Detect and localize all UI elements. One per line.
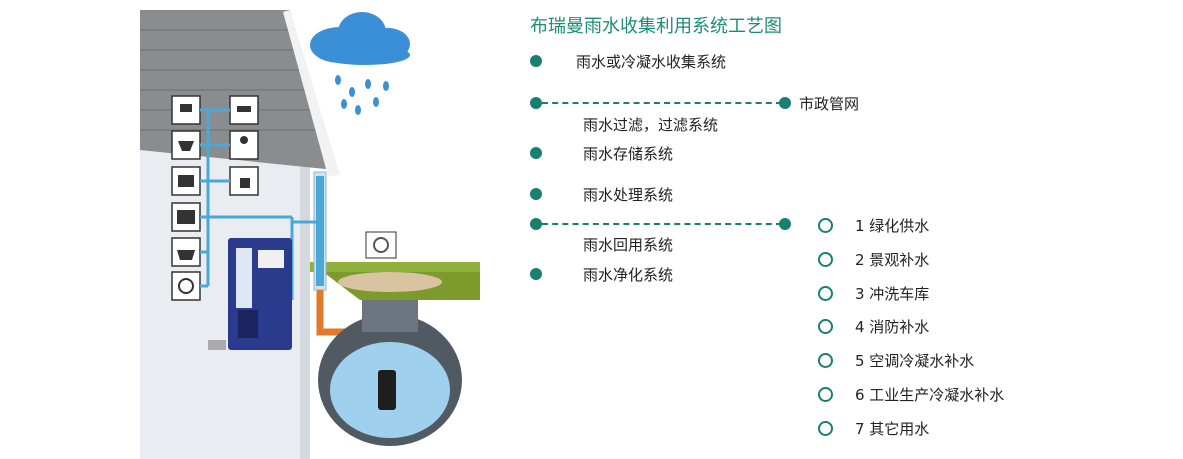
dashed-connector — [542, 223, 782, 225]
bullet-dot-icon — [779, 97, 791, 109]
grass-top — [310, 262, 480, 272]
municipal-label: 市政管网 — [799, 95, 860, 113]
system-label: 雨水过滤，过滤系统 — [583, 116, 719, 134]
system-label: 雨水处理系统 — [583, 185, 674, 204]
bullet-dot-icon — [530, 188, 542, 200]
bullet-dot-icon — [530, 268, 542, 280]
system-label: 雨水净化系统 — [583, 265, 674, 284]
bullet-dot-icon — [779, 218, 791, 230]
system-label: 雨水或冷凝水收集系统 — [576, 52, 727, 71]
ring-bullet-icon — [818, 420, 833, 436]
use-item: 1 绿化供水 — [818, 214, 929, 236]
cloud-icon — [310, 12, 410, 65]
rain-icon — [335, 75, 389, 115]
bullet-dot-icon — [530, 55, 542, 67]
use-item: 7 其它用水 — [818, 417, 929, 439]
system-item-treatment: 雨水处理系统 — [530, 183, 673, 205]
bullet-dot-icon — [530, 218, 542, 230]
rainwater-house-illustration — [140, 10, 480, 459]
ring-bullet-icon — [818, 318, 833, 334]
use-item: 3 冲洗车库 — [818, 282, 929, 304]
system-item-purification: 雨水净化系统 — [530, 263, 673, 285]
overflow-pipe — [316, 290, 350, 336]
bullet-dot-icon — [530, 147, 542, 159]
use-item: 2 景观补水 — [818, 248, 929, 270]
house-pipes — [200, 108, 320, 300]
use-item: 5 空调冷凝水补水 — [818, 349, 974, 371]
ring-bullet-icon — [818, 386, 833, 402]
system-item-collection: 雨水或冷凝水收集系统 — [530, 50, 726, 72]
system-label: 雨水回用系统 — [583, 236, 674, 254]
system-item-storage: 雨水存储系统 — [530, 142, 673, 164]
ring-bullet-icon — [818, 251, 833, 267]
ring-bullet-icon — [818, 285, 833, 301]
bullet-dot-icon — [530, 97, 542, 109]
washing-machine-icon — [171, 271, 201, 301]
filter-icon — [365, 231, 397, 259]
dashed-connector — [542, 102, 782, 104]
ring-bullet-icon — [818, 217, 833, 233]
ring-bullet-icon — [818, 352, 833, 368]
use-item: 4 消防补水 — [818, 315, 929, 337]
diagram-title: 布瑞曼雨水收集利用系统工艺图 — [530, 16, 782, 37]
shower-icon — [229, 130, 259, 160]
pump — [378, 370, 396, 410]
tank-lid — [338, 272, 442, 292]
use-item: 6 工业生产冷凝水补水 — [818, 383, 1004, 405]
system-label: 雨水存储系统 — [583, 144, 674, 163]
